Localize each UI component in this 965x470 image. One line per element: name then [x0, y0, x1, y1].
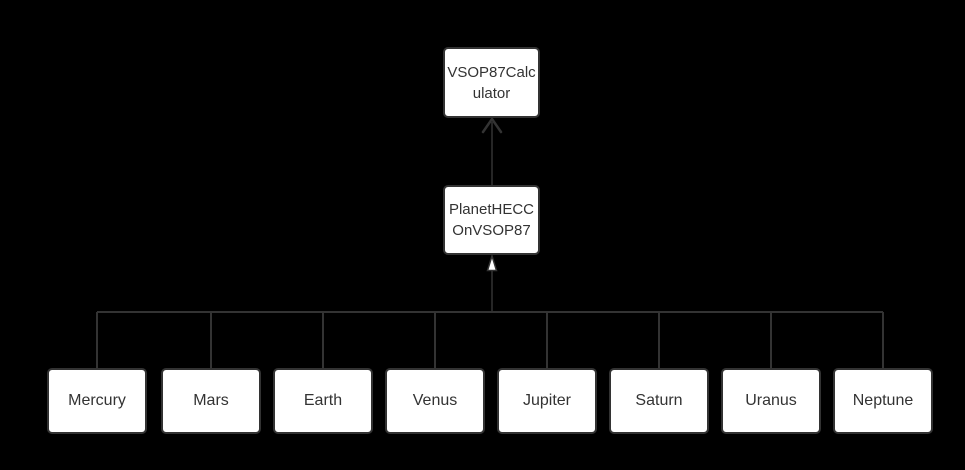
node-saturn: Saturn [609, 368, 709, 434]
hollow-triangle-arrowhead-icon [486, 253, 498, 272]
node-mars: Mars [161, 368, 261, 434]
node-label: Neptune [852, 392, 914, 409]
node-planethecconvsop87: PlanetHECC OnVSOP87 [443, 185, 540, 255]
node-vsop87calculator: VSOP87Calc ulator [443, 47, 540, 118]
node-label-line: OnVSOP87 [452, 222, 531, 239]
node-uranus: Uranus [721, 368, 821, 434]
node-label: Mercury [68, 392, 126, 409]
node-label: Venus [412, 392, 458, 409]
node-earth: Earth [273, 368, 373, 434]
node-neptune: Neptune [833, 368, 933, 434]
node-label: Earth [303, 392, 343, 409]
node-label-line: VSOP87Calc [447, 63, 536, 81]
node-label: Uranus [745, 392, 797, 409]
node-label: Jupiter [522, 392, 572, 409]
node-mercury: Mercury [47, 368, 147, 434]
node-jupiter: Jupiter [497, 368, 597, 434]
node-label: Saturn [635, 392, 683, 409]
node-label: Mars [193, 392, 229, 409]
open-arrowhead-icon [481, 116, 503, 134]
node-label-line: PlanetHECC [448, 201, 535, 218]
node-venus: Venus [385, 368, 485, 434]
node-label-line: ulator [472, 84, 511, 102]
